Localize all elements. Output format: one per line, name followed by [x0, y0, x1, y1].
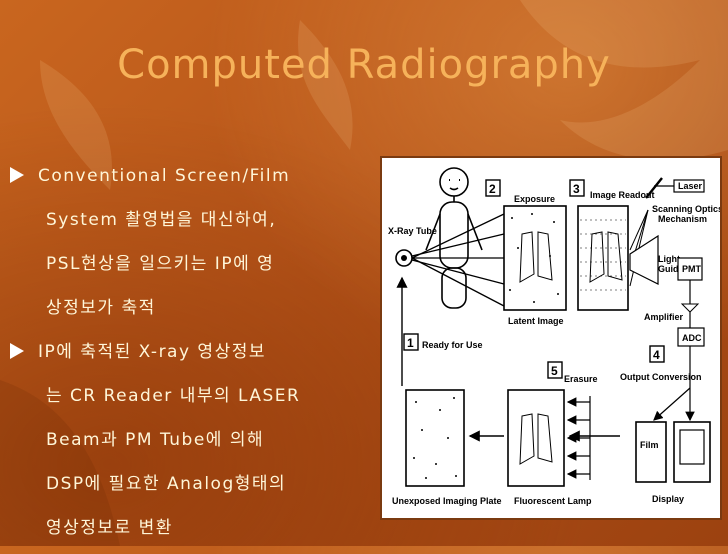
light-guide-label-2: Guide — [658, 264, 684, 274]
step-5-number: 5 — [551, 364, 558, 378]
bullet-2-line-3: Beam과 PM Tube에 의해 — [46, 430, 265, 450]
step-2-label: Exposure — [514, 194, 555, 204]
bullet-2-line-2: 는 CR Reader 내부의 LASER — [46, 386, 301, 406]
process-flow-arrows — [396, 276, 620, 442]
cr-diagram-svg: X-Ray Tube 2 Exposure — [388, 167, 720, 506]
bullet-list: Conventional Screen/Film System 촬영법을 대신하… — [8, 158, 378, 554]
bullet-2-line-1: IP에 축적된 X-ray 영상정보 — [8, 334, 378, 378]
fluorescent-lamp-arrows — [566, 396, 591, 480]
step-1-number: 1 — [407, 336, 414, 350]
adc-label: ADC — [682, 333, 702, 343]
step-3-number: 3 — [573, 182, 580, 196]
light-guide-label-1: Light — [658, 254, 680, 264]
step-2-number: 2 — [489, 182, 496, 196]
xray-beams — [411, 213, 505, 307]
step-4-number: 4 — [653, 348, 660, 362]
patient-figure-icon — [425, 167, 483, 309]
bullet-arrow-icon — [10, 167, 24, 183]
step-4-label: Output Conversion — [620, 372, 702, 382]
latent-image-label: Latent Image — [508, 316, 564, 326]
scanning-mirror — [645, 177, 663, 199]
pmt-label: PMT — [682, 264, 702, 274]
display-label: Display — [652, 494, 684, 504]
fluorescent-lamp-label: Fluorescent Lamp — [514, 496, 592, 506]
adc-box — [677, 327, 705, 347]
bullet-1-line-1: Conventional Screen/Film — [8, 158, 378, 202]
step-1-label: Ready for Use — [422, 340, 483, 350]
xray-tube-label: X-Ray Tube — [388, 226, 437, 236]
bullet-arrow-icon — [10, 343, 24, 359]
cr-process-diagram: X-Ray Tube 2 Exposure — [380, 156, 722, 520]
laser-label: Laser — [678, 181, 703, 191]
unexposed-plate-label: Unexposed Imaging Plate — [392, 496, 502, 506]
unexposed-plate — [405, 389, 465, 487]
bullet-2-line-5: 영상정보로 변환 — [46, 518, 173, 538]
xray-tube-icon — [395, 249, 413, 267]
step-3-label: Image Readout — [590, 190, 655, 200]
amplifier-icon — [680, 303, 700, 313]
erasure-plate — [507, 389, 565, 487]
bullet-1-line-3: PSL현상을 일으키는 IP에 영 — [46, 254, 275, 274]
bullet-2-line-4: DSP에 필요한 Analog형태의 — [46, 474, 287, 494]
scanning-optics-label-1: Scanning Optics — [652, 204, 720, 214]
film-label: Film — [640, 440, 659, 450]
exposure-plate — [503, 205, 567, 311]
scanning-optics-label-2: Mechanism — [658, 214, 707, 224]
film-icon — [635, 421, 667, 483]
amplifier-label: Amplifier — [644, 312, 684, 322]
light-guide-shape — [629, 234, 659, 285]
bullet-1-line-4: 상정보가 축적 — [46, 298, 156, 318]
slide-title: Computed Radiography — [117, 42, 611, 88]
step-5-label: Erasure — [564, 374, 598, 384]
bullet-1-line-2: System 촬영법을 대신하여, — [46, 210, 277, 230]
